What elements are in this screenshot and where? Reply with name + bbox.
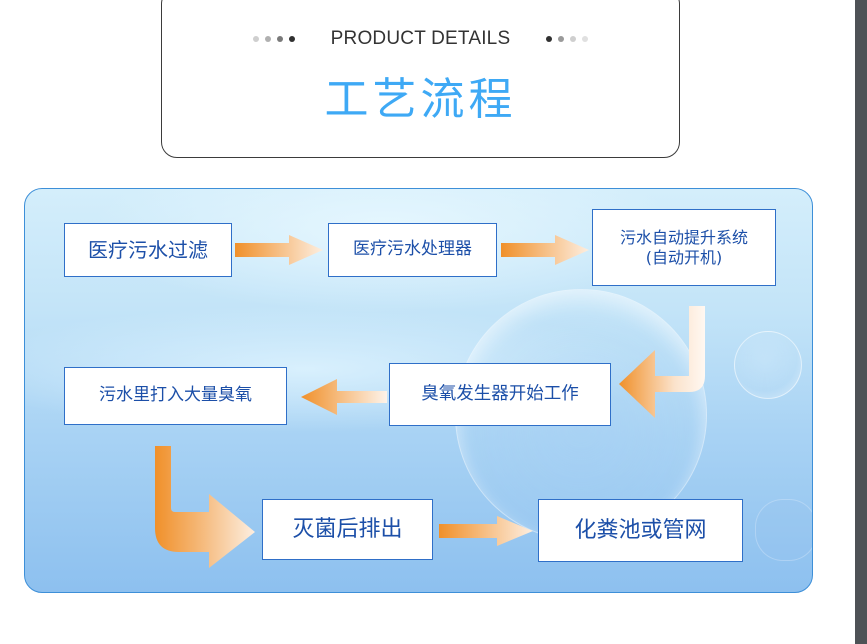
step-label: 化粪池或管网 — [574, 517, 707, 543]
step-label: 医疗污水处理器 — [353, 239, 472, 260]
step-sublabel: (自动开机) — [645, 247, 723, 267]
dot-icon — [264, 36, 271, 42]
dot-icon — [558, 36, 565, 42]
flow-step-5: 污水里打入大量臭氧 — [64, 367, 287, 425]
window-edge-strip — [855, 0, 867, 644]
subtitle-row: PRODUCT DETAILS — [162, 27, 679, 51]
flow-step-7: 化粪池或管网 — [538, 499, 743, 562]
flow-step-4: 臭氧发生器开始工作 — [389, 363, 611, 426]
process-flow-panel: 医疗污水过滤 医疗污水处理器 污水自动提升系统 (自动开机) 臭氧发生器开始工作… — [24, 188, 813, 593]
arrow-right-icon — [235, 235, 323, 265]
section-subtitle: PRODUCT DETAILS — [330, 28, 511, 49]
flow-step-6: 灭菌后排出 — [262, 499, 433, 560]
step-label: 污水自动提升系统 — [619, 227, 748, 247]
step-label: 臭氧发生器开始工作 — [421, 383, 579, 404]
bubble-decoration — [755, 499, 812, 561]
flow-step-3: 污水自动提升系统 (自动开机) — [592, 209, 776, 286]
right-dots-decoration — [546, 36, 589, 42]
bubble-decoration — [734, 331, 802, 399]
dot-icon — [252, 36, 259, 42]
header-card: PRODUCT DETAILS 工艺流程 — [161, 0, 680, 158]
arrow-right-icon — [501, 235, 589, 265]
flow-step-2: 医疗污水处理器 — [328, 223, 497, 277]
dot-icon — [276, 36, 283, 42]
dot-icon — [570, 36, 577, 42]
section-title: 工艺流程 — [324, 74, 517, 125]
arrow-down-right-icon — [155, 446, 255, 568]
dot-icon — [288, 36, 295, 42]
dot-icon — [546, 36, 553, 42]
step-label: 医疗污水过滤 — [88, 237, 208, 262]
arrow-right-icon — [439, 516, 533, 546]
step-label: 灭菌后排出 — [292, 516, 403, 542]
dot-icon — [582, 36, 589, 42]
arrow-down-left-icon — [619, 306, 705, 418]
step-label: 污水里打入大量臭氧 — [99, 385, 252, 406]
flow-step-1: 医疗污水过滤 — [64, 223, 232, 277]
arrow-left-icon — [301, 379, 387, 415]
left-dots-decoration — [252, 36, 295, 42]
